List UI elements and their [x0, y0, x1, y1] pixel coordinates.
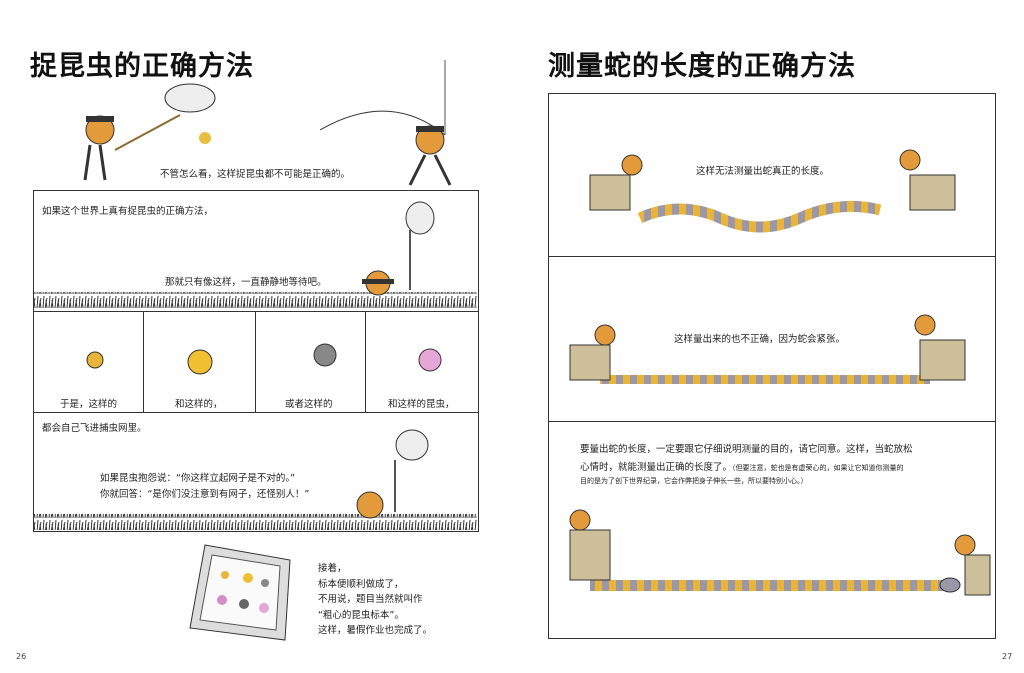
insect-caption-3: 或者这样的 — [285, 399, 333, 410]
snake-caption-3-note: 目的是为了创下世界纪录，它会作弊把身子伸长一些，所以要特别小心。） — [580, 477, 808, 485]
snake-straight — [600, 375, 930, 384]
insect-caption-4: 和这样的昆虫， — [388, 399, 455, 410]
intro-caption: 不管怎么看，这样捉昆虫都不可能是正确的。 — [160, 169, 351, 180]
insect-caption-2: 和这样的， — [175, 399, 223, 410]
panel1-line1: 如果这个世界上真有捉昆虫的正确方法， — [42, 206, 214, 217]
snake-panel-3 — [548, 421, 996, 639]
snake-caption-3-line1: 要量出蛇的长度，一定要跟它仔细说明测量的目的，请它同意。这样，当蛇放松 — [580, 444, 913, 455]
ending-line: 不用说，题目当然就叫作 — [318, 594, 423, 605]
page-number-right: 27 — [1002, 652, 1013, 661]
snake-caption-2: 这样量出来的也不正确，因为蛇会紧张。 — [674, 334, 846, 345]
ending-text: 接着， 标本便顺利做成了， 不用说，题目当然就叫作 “粗心的昆虫标本”。 这样，… — [318, 561, 432, 639]
ending-line: “粗心的昆虫标本”。 — [318, 609, 404, 621]
snake-wavy — [637, 200, 882, 233]
snake-relaxed — [590, 580, 945, 591]
ending-line: 接着， — [318, 563, 347, 574]
caption-text: 心情时，就能测量出正确的长度了。 — [580, 462, 733, 473]
panel3-line2: 如果昆虫抱怨说：“你这样立起网子是不对的。” — [100, 473, 296, 484]
left-page-title: 捉昆虫的正确方法 — [30, 51, 254, 82]
running-boy-right — [319, 60, 452, 186]
snake-caption-3-line2: 心情时，就能测量出正确的长度了。（但要注意，蛇也是有虚荣心的，如果让它知道你测量… — [580, 459, 904, 473]
page-number-left: 26 — [16, 652, 27, 661]
panel3-line1: 都会自己飞进捕虫网里。 — [42, 423, 147, 434]
caption-note: （但要注意，蛇也是有虚荣心的，如果让它知道你测量的 — [732, 464, 904, 472]
running-boy-left — [83, 83, 216, 181]
specimen-box — [189, 544, 291, 641]
snake-caption-1: 这样无法测量出蛇真正的长度。 — [696, 166, 830, 177]
ending-line: 标本便顺利做成了， — [318, 578, 404, 590]
panel3-line3: 你就回答：“是你们没注意到有网子，还怪别人！” — [100, 489, 310, 500]
panel1-line2: 那就只有像这样，一直静静地等待吧。 — [165, 277, 327, 288]
right-page-title: 测量蛇的长度的正确方法 — [548, 51, 856, 82]
insect-caption-1: 于是，这样的 — [60, 399, 118, 410]
ending-line: 这样，暑假作业也完成了。 — [318, 625, 433, 636]
panel-net — [33, 412, 479, 532]
